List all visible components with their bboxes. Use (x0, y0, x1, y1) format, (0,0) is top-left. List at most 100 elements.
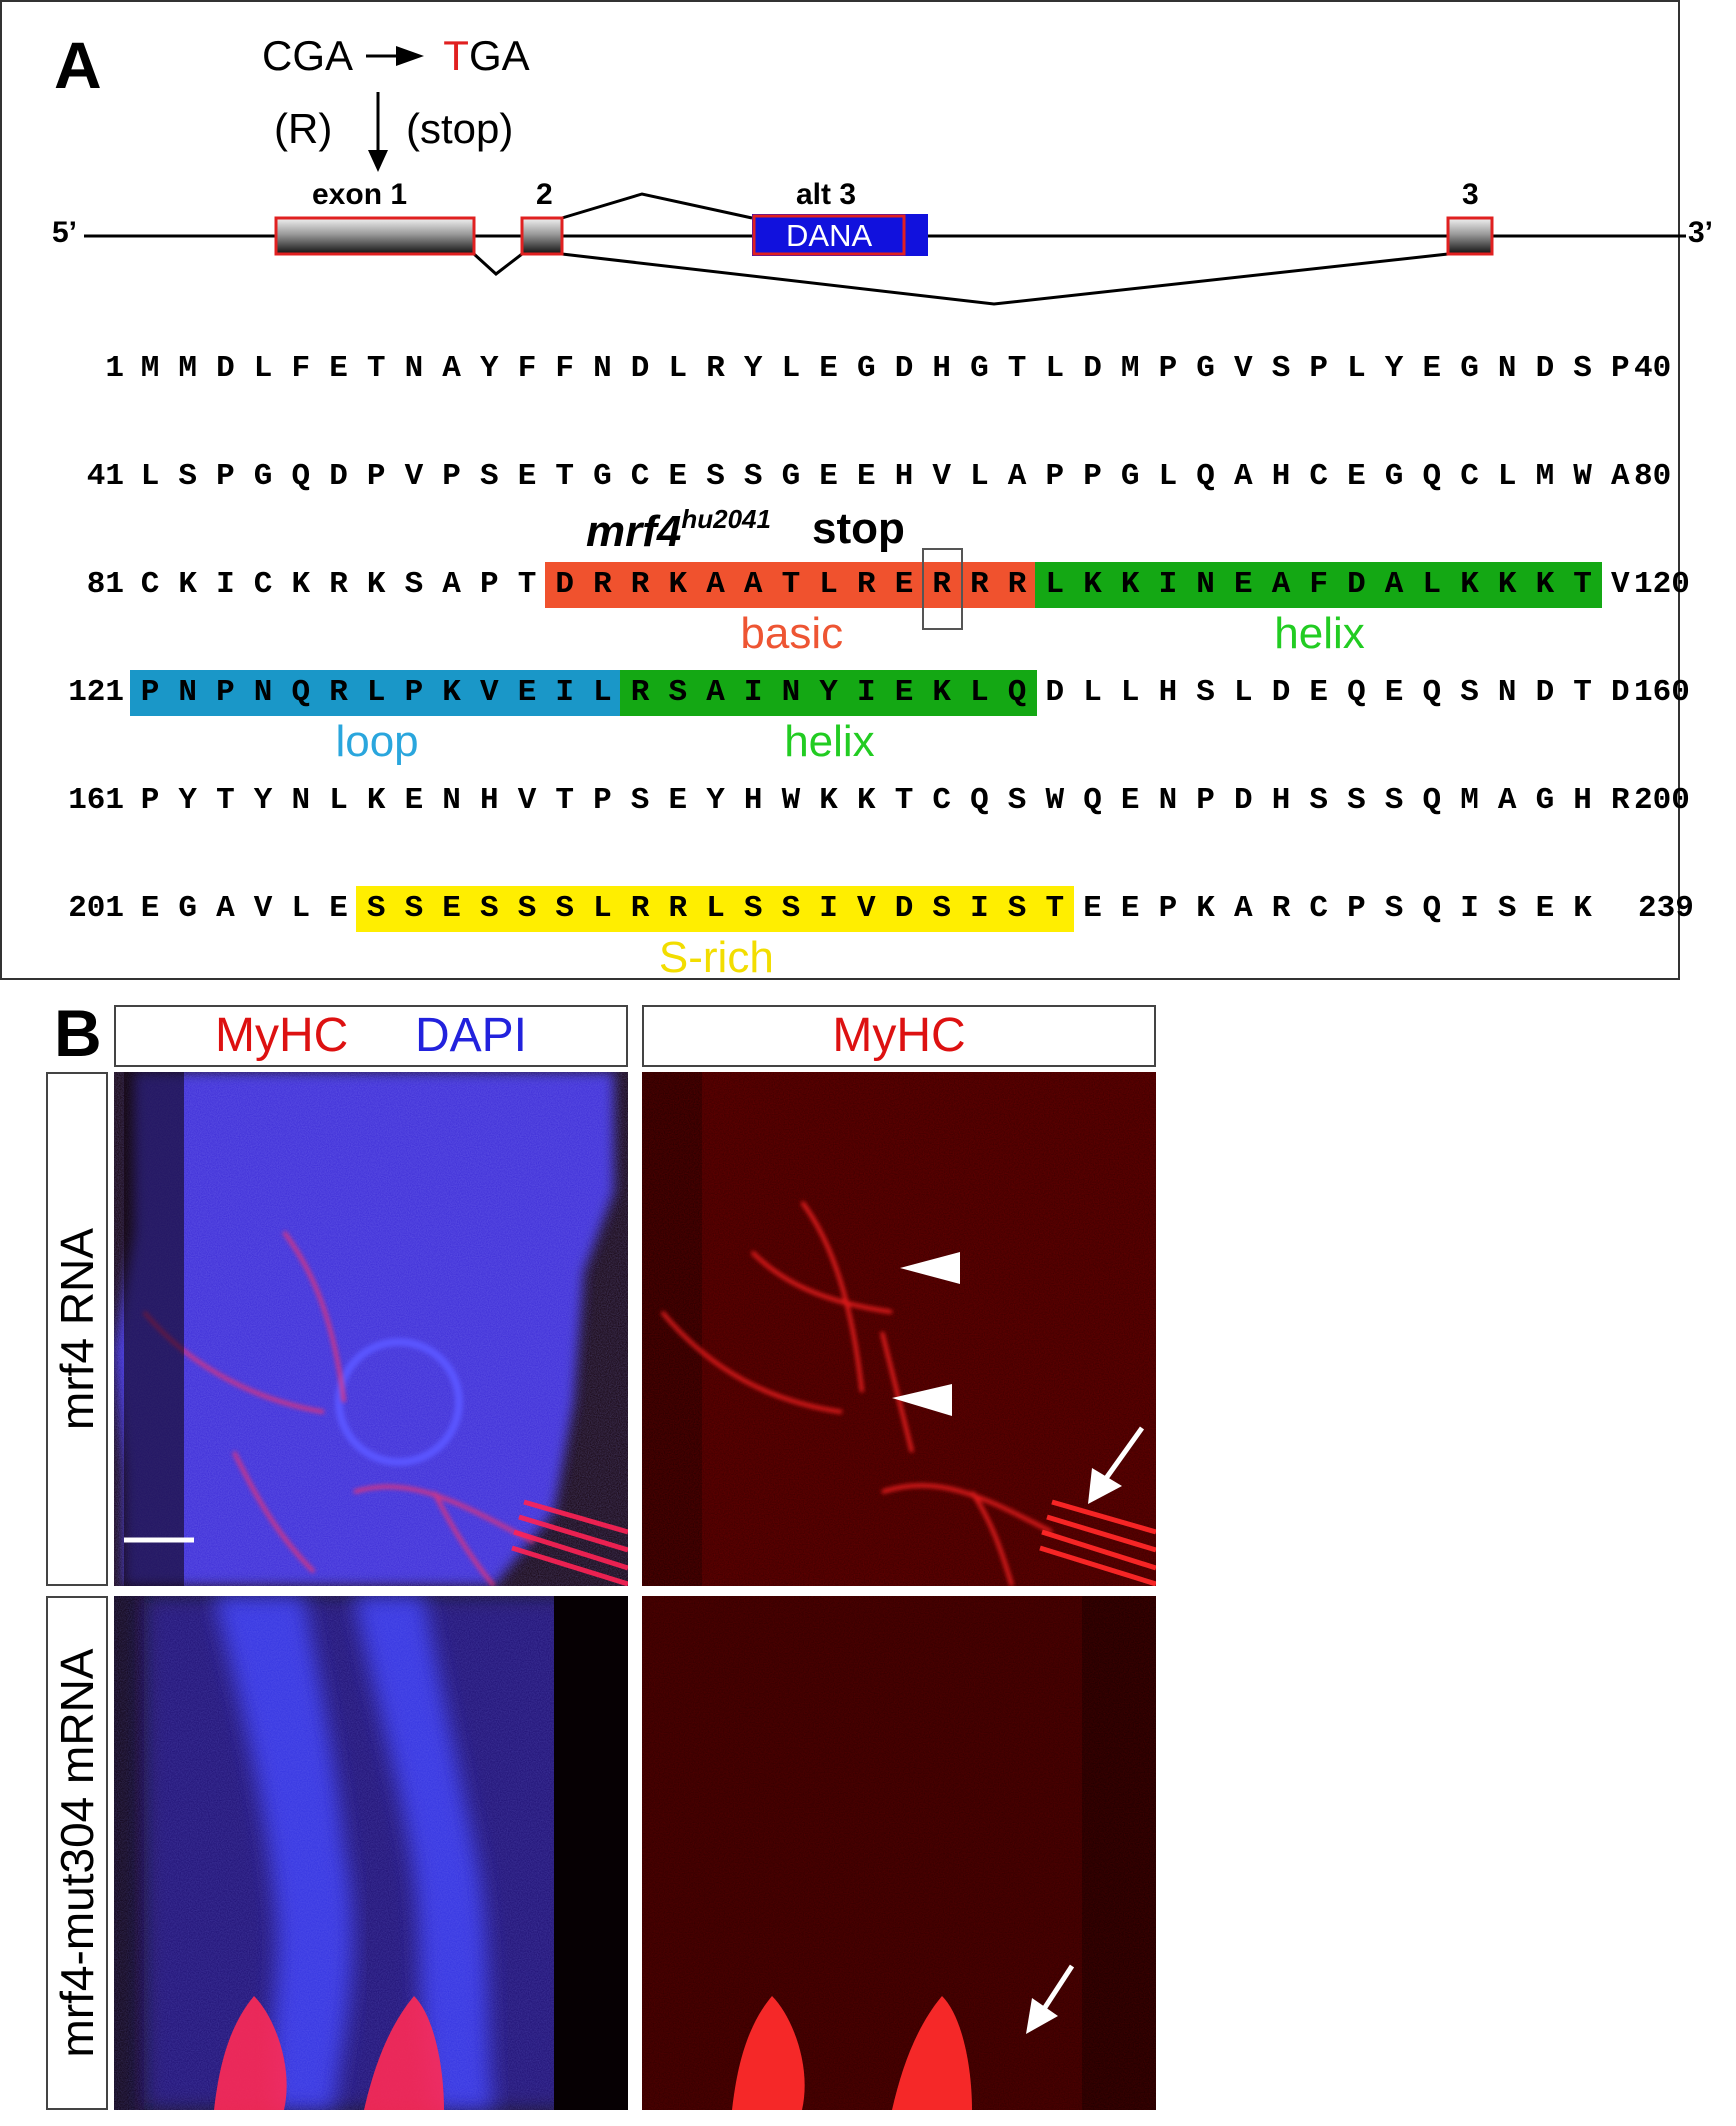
amino-acid: K (1573, 891, 1592, 926)
amino-acid: Y (706, 783, 725, 818)
amino-acid: I (819, 891, 838, 926)
amino-acid: R (630, 891, 650, 926)
amino-acid: A (1271, 567, 1291, 602)
amino-acid: S (1271, 351, 1291, 386)
five-prime-label: 5’ (52, 216, 78, 249)
codon-arrow-head (396, 46, 424, 66)
amino-acid: N (1497, 351, 1517, 386)
amino-acid: R (593, 567, 612, 602)
amino-acid: Y (178, 783, 197, 818)
amino-acid: L (668, 351, 688, 386)
amino-acid: K (668, 567, 688, 602)
amino-acid: T (1573, 675, 1592, 710)
amino-acid: K (932, 675, 951, 710)
amino-acid: K (178, 567, 197, 602)
residue-start-number: 81 (86, 567, 124, 602)
amino-acid: Q (1422, 675, 1442, 710)
amino-acid: L (1083, 675, 1102, 710)
column-header-merge: MyHC DAPI (114, 1005, 628, 1067)
amino-acid: D (1347, 567, 1366, 602)
amino-acid: H (1271, 783, 1291, 818)
amino-acid: D (1233, 783, 1253, 818)
amino-acid: I (216, 567, 235, 602)
amino-acid: S (479, 459, 499, 494)
amino-acid: F (1309, 567, 1328, 602)
amino-acid: S (479, 891, 499, 926)
amino-acid: L (970, 459, 989, 494)
amino-acid: I (555, 675, 574, 710)
micrograph-mrf4-rna-merge (114, 1072, 628, 1586)
amino-acid: S (1309, 783, 1328, 818)
amino-acid: E (819, 351, 838, 386)
amino-acid: A (743, 567, 763, 602)
exon-3-label: 3 (1462, 178, 1479, 211)
amino-acid: S (743, 891, 763, 926)
amino-acid: E (1120, 891, 1140, 926)
amino-acid: E (1347, 459, 1366, 494)
amino-acid: T (781, 567, 801, 602)
amino-acid: R (1007, 567, 1027, 602)
amino-acid: L (253, 351, 273, 386)
amino-acid: I (1158, 567, 1178, 602)
amino-acid: S (404, 891, 424, 926)
amino-acid: R (329, 675, 348, 710)
amino-acid: S (1007, 891, 1027, 926)
amino-acid: T (1007, 351, 1027, 386)
amino-acid: G (178, 891, 197, 926)
amino-acid: K (1460, 567, 1479, 602)
amino-acid: K (1120, 567, 1140, 602)
amino-acid: G (970, 351, 989, 386)
amino-acid: S (743, 459, 763, 494)
amino-acid: P (1045, 459, 1065, 494)
residue-end-number: 120 (1634, 567, 1690, 602)
amino-acid: N (442, 783, 461, 818)
amino-acid: G (1535, 783, 1555, 818)
domain-label-helix: helix (784, 717, 875, 766)
domain-highlight-loop (130, 670, 623, 716)
residue-end-number: 40 (1634, 351, 1672, 386)
arrow-marker-shaft-2 (1039, 1964, 1075, 2014)
amino-acid: Q (1422, 891, 1442, 926)
amino-acid: N (291, 783, 311, 818)
amino-acid: R (970, 567, 989, 602)
domain-label-helix: helix (1274, 609, 1365, 658)
amino-acid: R (329, 567, 348, 602)
amino-acid: H (479, 783, 499, 818)
amino-acid: H (1271, 459, 1291, 494)
row-label-mrf4-mut304: mrf4-mut304 mRNA (46, 1596, 108, 2110)
exon-2-label: 2 (536, 178, 553, 211)
amino-acid: K (442, 675, 461, 710)
amino-acid: C (140, 567, 160, 602)
amino-acid: G (253, 459, 273, 494)
amino-acid: N (781, 675, 801, 710)
allele-stop-label: stop (812, 504, 905, 553)
amino-acid: P (593, 783, 612, 818)
alt3-dana-text: DANA (786, 218, 873, 253)
amino-acid: A (1384, 567, 1404, 602)
amino-acid: K (1535, 567, 1555, 602)
amino-acid: L (1422, 567, 1442, 602)
amino-acid: Q (291, 459, 311, 494)
amino-acid: Q (1422, 783, 1442, 818)
amino-acid: K (366, 783, 386, 818)
mutation-codon-change: CGA TGA (262, 32, 530, 80)
amino-acid: L (140, 459, 160, 494)
amino-acid: D (1271, 675, 1291, 710)
amino-acid: H (894, 459, 914, 494)
amino-acid: I (856, 675, 876, 710)
amino-acid: R (630, 567, 650, 602)
allele-gene-name: mrf4 (586, 507, 682, 556)
to-aa-label: (stop) (406, 105, 514, 152)
amino-acid: P (404, 675, 424, 710)
amino-acid: E (1309, 675, 1328, 710)
amino-acid: L (1120, 675, 1140, 710)
header-myhc-red: MyHC (214, 1009, 349, 1062)
amino-acid: R (932, 567, 951, 602)
amino-acid: Q (970, 783, 989, 818)
alt3-label: alt 3 (796, 178, 857, 211)
amino-acid: N (1497, 675, 1517, 710)
amino-acid: K (1196, 891, 1215, 926)
amino-acid: A (216, 891, 235, 926)
amino-acid: V (1233, 351, 1253, 386)
amino-acid: A (706, 567, 725, 602)
